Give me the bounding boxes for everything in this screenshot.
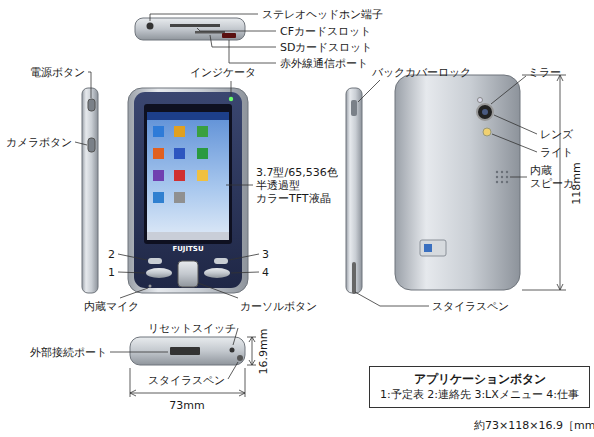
- part-label: リセットスイッチ: [148, 322, 236, 335]
- size-note: 約73×118×16.9［mm］: [474, 419, 594, 432]
- part-label: インジケータ: [190, 66, 256, 79]
- dimension-label: 16.9mm: [258, 328, 271, 374]
- part-label: 外部接続ポート: [30, 346, 107, 359]
- callout-number: 2: [108, 248, 115, 261]
- dimension-lines: [130, 75, 566, 397]
- top-view: [135, 18, 245, 40]
- part-label: SDカードスロット: [280, 41, 372, 54]
- part-label: 電源ボタン: [30, 66, 85, 79]
- part-label: ステレオヘッドホン端子: [262, 8, 383, 21]
- part-label: スタイラスペン: [432, 300, 509, 313]
- left-side-view: [82, 88, 98, 293]
- part-label: ミラー: [528, 66, 561, 79]
- legend-heading: アプリケーションボタン: [380, 371, 579, 387]
- part-label: 赤外線通信ポート: [280, 57, 368, 70]
- part-label: ライト: [540, 146, 573, 159]
- part-label: カーソルボタン: [240, 300, 317, 313]
- dimension-label: 118mm: [570, 162, 583, 204]
- part-label: カメラボタン: [6, 136, 72, 149]
- screen-spec-label: 3.7型/65,536色 半透過型 カラーTFT液晶: [256, 166, 352, 205]
- dimension-label: 73mm: [169, 399, 204, 412]
- bottom-view: [130, 337, 245, 365]
- legend-box: アプリケーションボタン1:予定表 2:連絡先 3:LXメニュー 4:仕事: [369, 366, 590, 408]
- front-view: [128, 88, 248, 293]
- brand-logo: FUJITSU: [172, 245, 203, 254]
- part-label: バックカバーロック: [372, 66, 471, 79]
- part-label: スタイラスペン: [148, 374, 225, 387]
- legend-body: 1:予定表 2:連絡先 3:LXメニュー 4:仕事: [380, 387, 579, 403]
- right-side-view: [346, 88, 362, 294]
- screen-icons: [153, 126, 208, 203]
- part-label: CFカードスロット: [280, 25, 371, 38]
- speaker-grille: [496, 171, 508, 183]
- callout-number: 3: [262, 248, 269, 261]
- part-label: 内蔵マイク: [84, 300, 139, 313]
- back-view: [395, 75, 520, 290]
- callout-number: 1: [108, 266, 115, 279]
- callout-number: 4: [262, 266, 269, 279]
- leader-lines: [75, 14, 537, 379]
- part-label: レンズ: [540, 128, 573, 141]
